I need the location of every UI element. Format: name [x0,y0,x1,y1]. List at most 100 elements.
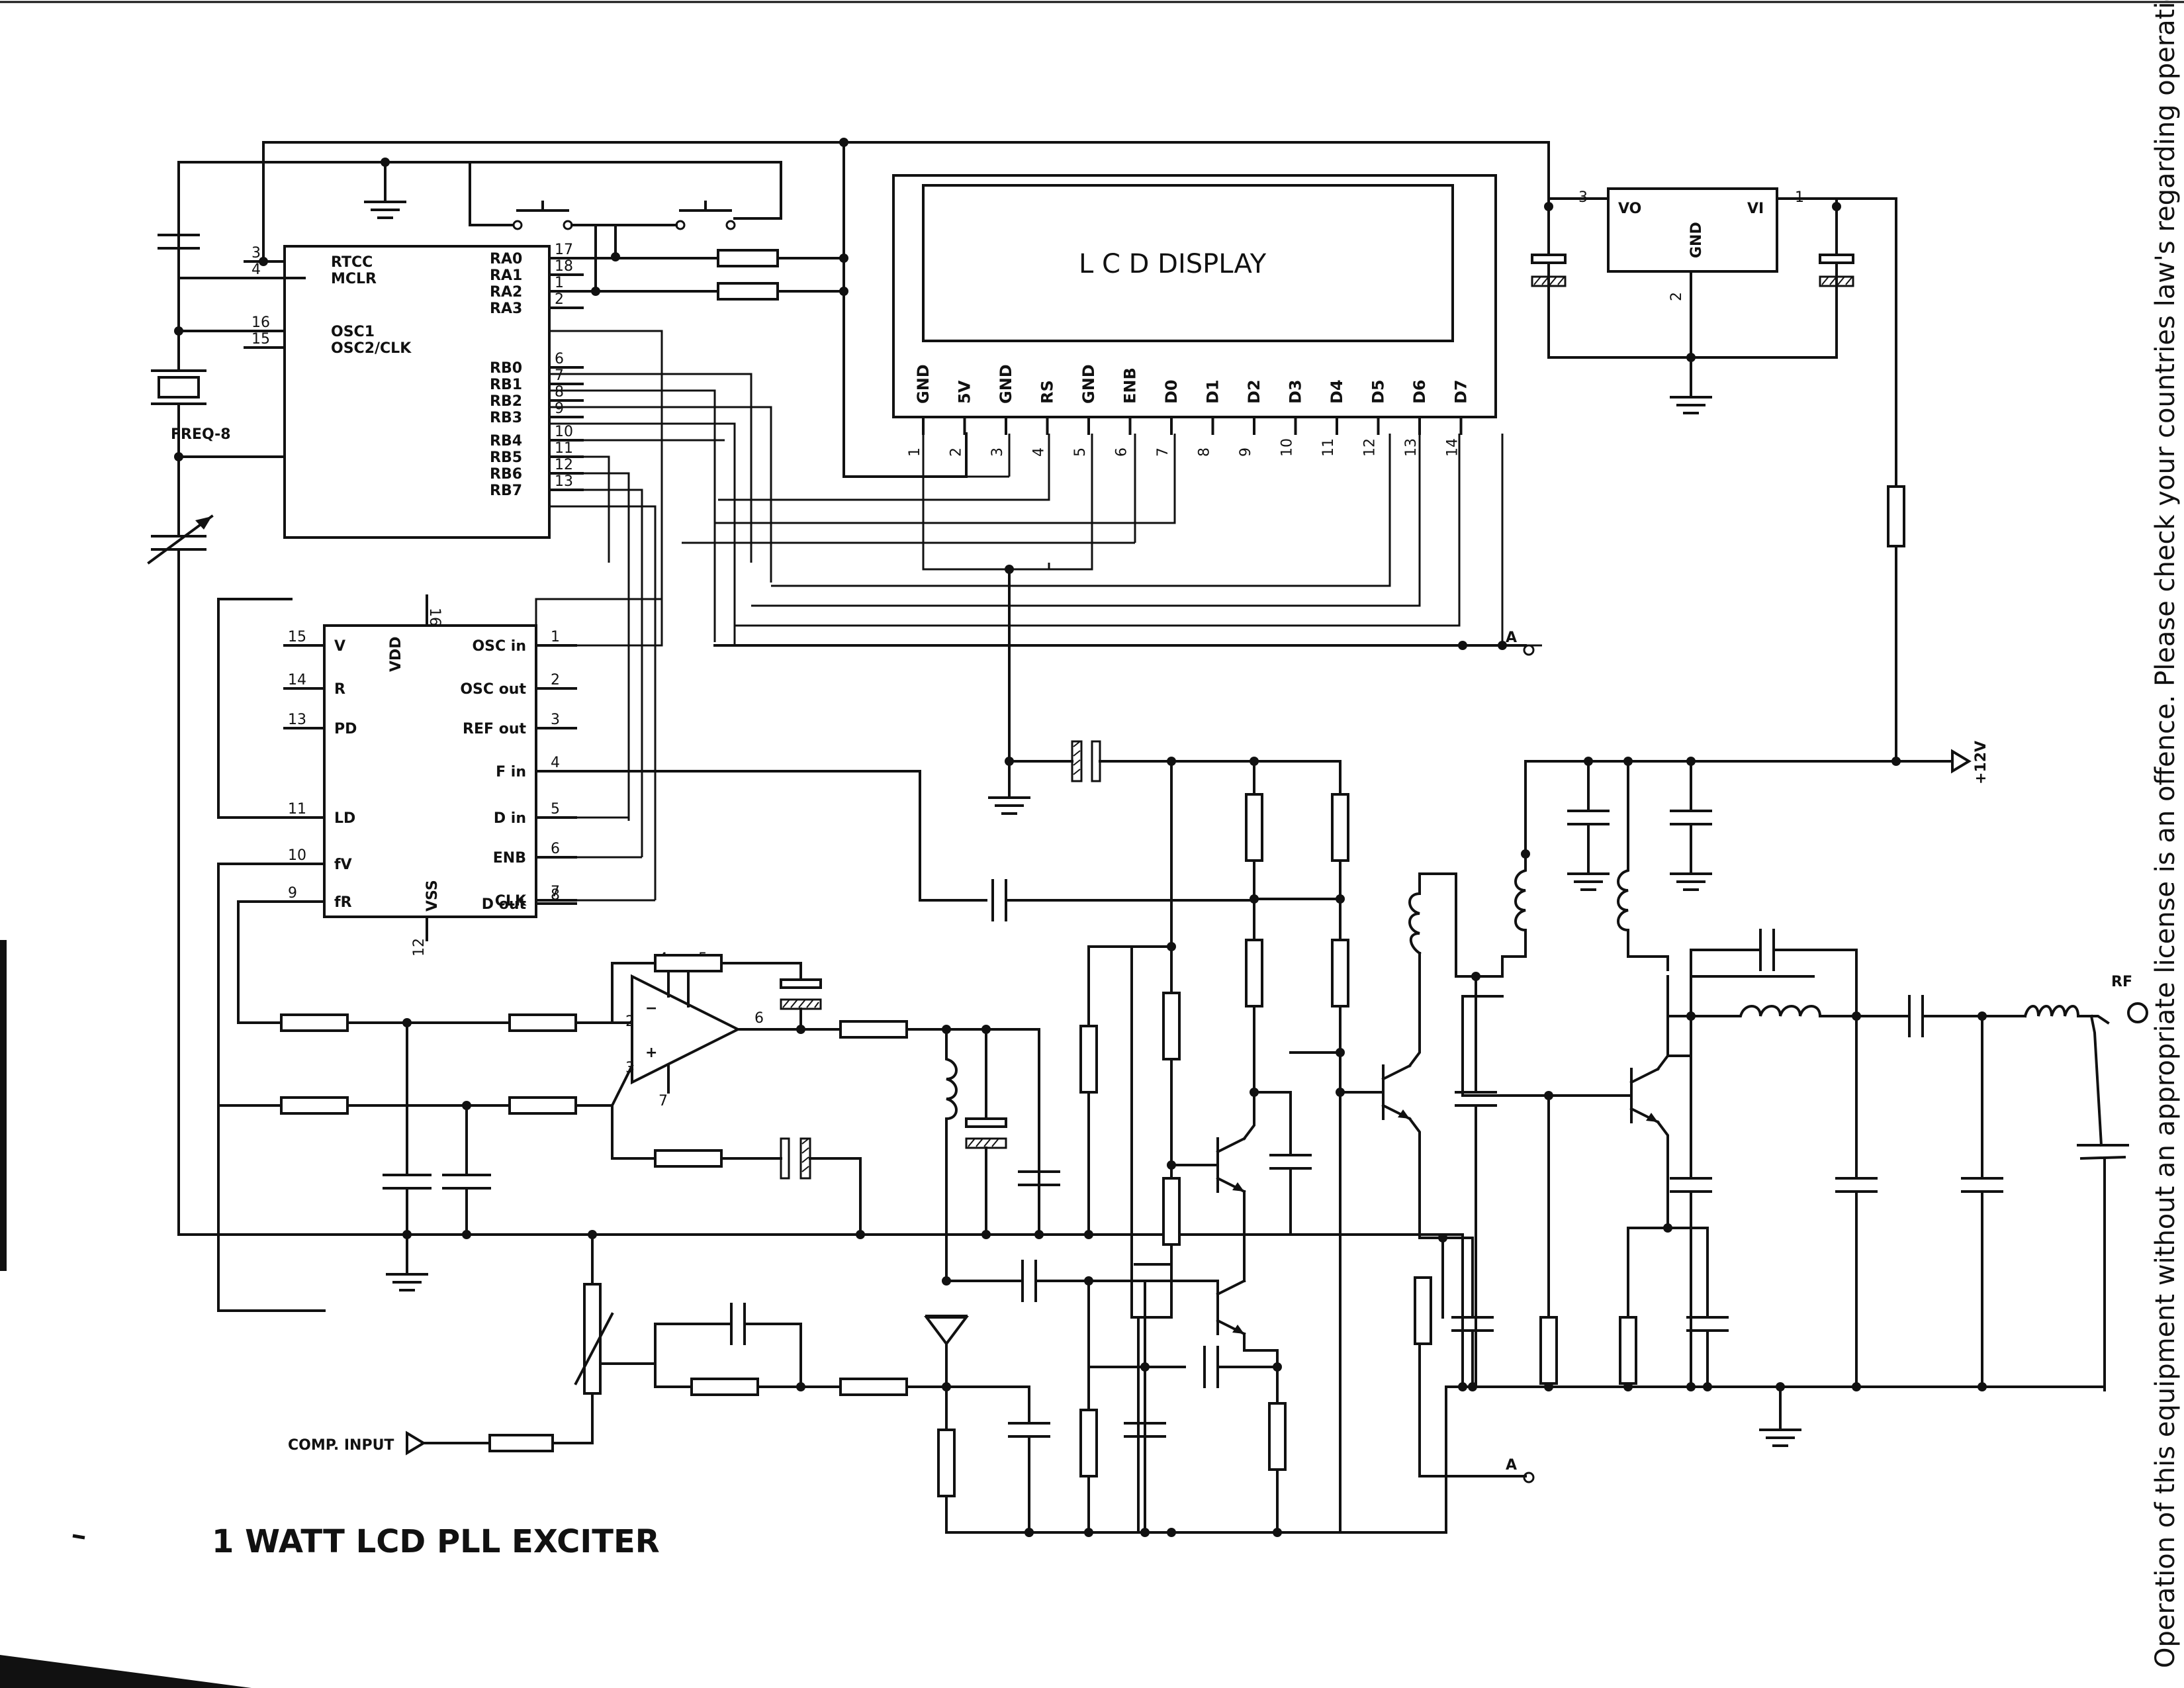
pll-right-pin-number: 2 [551,672,560,688]
mcu-right-pin-number: 10 [555,424,573,440]
mcu-right-pin-name: RB7 [490,483,522,499]
opamp-filter: − + 2 3 6 4 5 7 [610,951,1093,1391]
mcu-right-pin-name: RB3 [490,410,522,426]
regulator-vo-label: VO [1618,201,1641,217]
lcd-pin-number: 14 [1445,438,1461,457]
pll-right-pin-name: D in [494,810,526,827]
lcd-pin-label: GND [914,364,933,404]
mcu-wiring: FREQ-8 [147,138,1550,1236]
mcu-left-pin-name: OSC2/CLK [331,340,412,357]
mcu-right-pin-name: RB1 [490,377,522,393]
mcu-right-pin-number: 8 [555,384,564,400]
mcu-left-pin-number: 3 [251,245,261,261]
lcd-pin-label: D4 [1328,379,1346,404]
regulator-pin-gnd: 2 [1668,292,1685,301]
regulator-gnd-label: GND [1688,222,1705,258]
pll-left-pin-number: 9 [288,885,297,902]
pll-right-pin-number: 1 [551,629,560,645]
node-a-label-top: A [1506,630,1517,646]
pll-right-pin-name: CLK [495,893,527,910]
mcu-left-pin-number: 16 [251,314,270,331]
pll-right-pin-number: 3 [551,712,560,728]
rf-output-label: RF [2111,974,2132,990]
lcd-pin-label: D0 [1162,379,1181,404]
mcu-right-pin-name: RB4 [490,433,522,449]
pll-left-pin-name: fV [334,857,352,873]
voltage-regulator: VO VI GND 3 1 2 [1531,187,1905,763]
mcu-right-pin-name: RA0 [490,251,522,267]
lcd-display: L C D DISPLAY GND15V2GND3RS4GND5ENB6D07D… [892,174,1497,457]
pll-right-pin-name: OSC in [472,638,526,655]
pll-left-pin-number: 13 [288,712,306,728]
pll-left-pin-name: fR [334,894,352,911]
lcd-pin-number: 2 [948,447,965,457]
license-notice: Operation of this equipment without an a… [2150,0,2181,1668]
mcu-left-pin-name: RTCC [331,254,373,271]
pll-left-pin-number: 11 [288,801,306,818]
lcd-pin-number: 8 [1197,447,1213,457]
lcd-pin-label: 5V [956,380,974,404]
regulator-vi-label: VI [1747,201,1764,217]
lcd-pin-label: D5 [1369,379,1388,404]
pll-right-pin-number: 8 [551,887,560,904]
lcd-pin-label: D6 [1410,379,1429,404]
supply-label: +12V [1973,741,1989,784]
pll-right-pin-number: 7 [551,884,560,900]
lcd-pin-label: GND [997,364,1015,404]
pll-vss-pin: 12 [411,938,428,957]
comp-input-label: COMP. INPUT [288,1437,394,1454]
pll-vss-label: VSS [424,880,441,912]
opamp-pin-out: 6 [754,1010,764,1027]
lcd-pin-number: 5 [1072,447,1089,457]
mcu-right-pin-number: 1 [555,275,564,291]
svg-text:−: − [645,1000,657,1017]
mcu-right-pin-number: 11 [555,440,573,457]
mcu-right-pin-name: RA2 [490,284,522,301]
lcd-pin-number: 1 [907,447,923,457]
lcd-pin-number: 13 [1403,438,1420,457]
lcd-pin-number: 3 [989,447,1006,457]
mcu-left-pin-name: OSC1 [331,324,375,340]
data-bus: A [535,330,1542,900]
pll-left-pin-number: 14 [288,672,306,688]
pll-right-pin-name: D out [482,896,527,913]
node-a-label-bottom: A [1506,1457,1517,1474]
mcu-right-pin-name: RB2 [490,393,522,410]
lcd-pin-number: 10 [1279,438,1296,457]
freq-label: FREQ-8 [171,426,231,443]
rf-amplifier: +12V [919,740,2148,1537]
mcu-right-pin-number: 7 [555,367,564,384]
pll-right-pin-name: REF out [463,721,526,737]
mcu-left-pin-number: 4 [251,261,261,278]
svg-text:+: + [645,1045,657,1061]
lcd-pin-label: D1 [1204,379,1222,404]
opamp-pin-7: 7 [659,1093,668,1109]
pll-left-pin-number: 15 [288,629,306,645]
diagram-title: 1 WATT LCD PLL EXCITER [212,1523,660,1560]
mcu-right-pin-name: RA3 [490,301,522,317]
pll-right-pin-name: F in [496,764,526,780]
mcu-right-pin-number: 12 [555,457,573,473]
mcu-left-pin-number: 15 [251,331,270,348]
pll-vdd-pin: 16 [426,608,443,626]
lcd-pin-label: D7 [1452,379,1471,404]
lcd-pin-number: 9 [1238,447,1254,457]
lcd-pin-label: GND [1079,364,1098,404]
mcu-right-pin-name: RB5 [490,449,522,466]
pll-left-pin-name: V [334,638,345,655]
lcd-pin-label: D2 [1245,379,1263,404]
pll-vdd-label: VDD [388,636,404,672]
mcu-left-pin-name: MCLR [331,271,377,287]
lcd-pin-label: ENB [1121,367,1140,404]
pll-left-pin-name: LD [334,810,355,827]
pll-left-pin-number: 10 [288,847,306,864]
mcu-right-pin-name: RB6 [490,466,522,483]
mcu-right-pin-number: 9 [555,400,564,417]
mcu-right-pin-number: 18 [555,258,573,275]
pll-right-pin-number: 5 [551,801,560,818]
pll-right-pin-name: OSC out [460,681,526,698]
pll-right-pin-number: 4 [551,755,560,771]
